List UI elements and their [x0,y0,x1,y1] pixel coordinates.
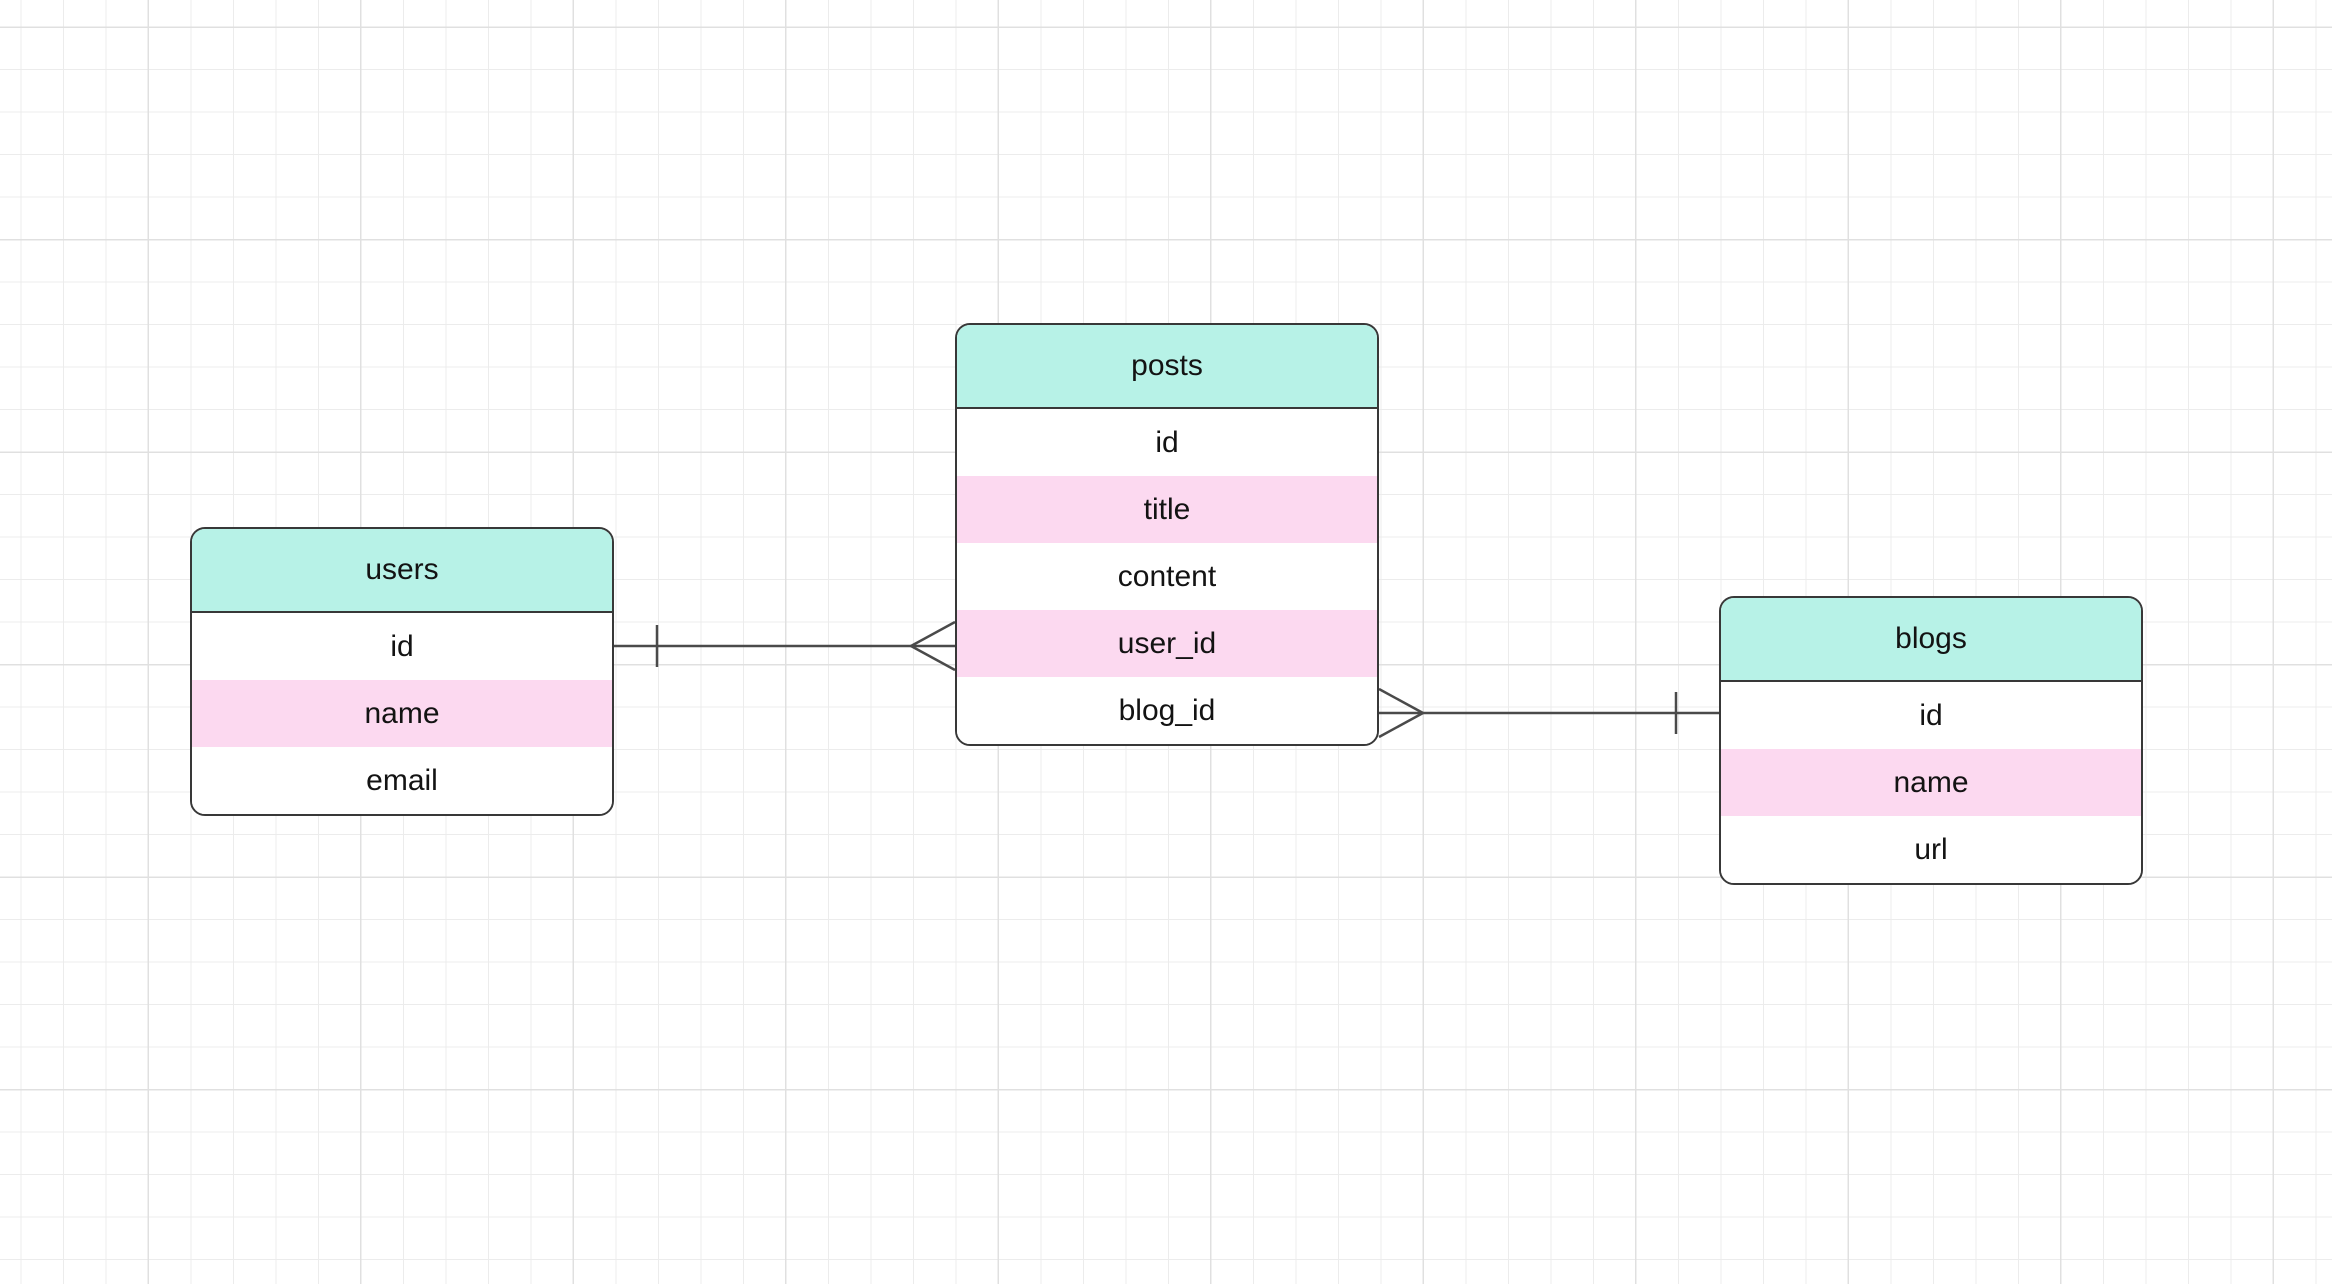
entity-title-blogs: blogs [1721,598,2141,682]
attribute-users-id: id [192,613,612,680]
entity-title-posts: posts [957,325,1377,409]
attribute-posts-user_id: user_id [957,610,1377,677]
attribute-blogs-url: url [1721,816,2141,883]
relationship-posts-blogs [1378,687,1719,739]
attribute-users-name: name [192,680,612,747]
attribute-posts-title: title [957,476,1377,543]
attribute-blogs-id: id [1721,682,2141,749]
entity-title-users: users [192,529,612,613]
attribute-posts-content: content [957,543,1377,610]
attribute-posts-id: id [957,409,1377,476]
relationship-users-posts [614,620,956,672]
attribute-blogs-name: name [1721,749,2141,816]
attribute-users-email: email [192,747,612,814]
attribute-posts-blog_id: blog_id [957,677,1377,744]
